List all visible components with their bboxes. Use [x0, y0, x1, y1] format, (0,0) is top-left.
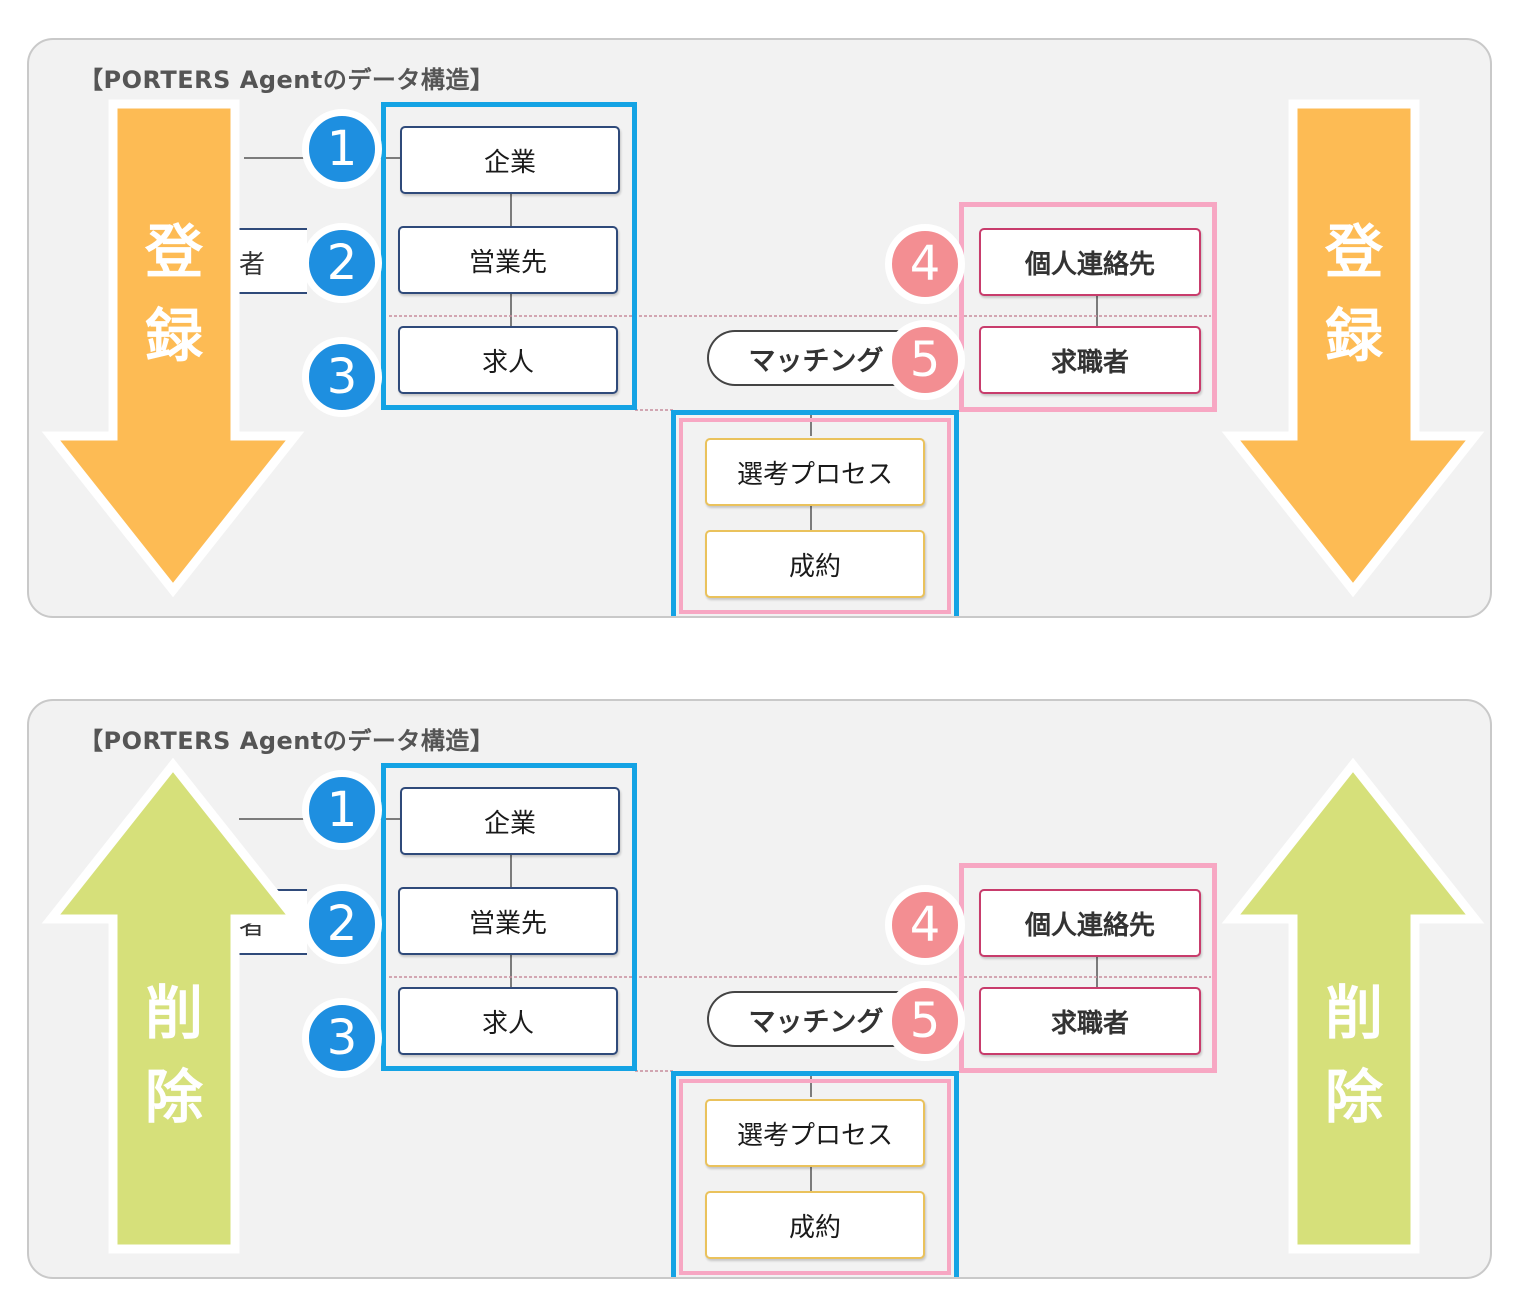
job-seeker-node: 求職者	[979, 326, 1201, 394]
seeker-group-box	[959, 202, 1217, 412]
matching-label: マッチング	[707, 991, 913, 1047]
process-outer-box	[671, 1071, 959, 1277]
register-arrow-right	[1221, 99, 1485, 598]
badge-1: 1	[302, 109, 382, 189]
job-seeker-node: 求職者	[979, 987, 1201, 1055]
action-char: 削	[144, 979, 203, 1047]
panel-title: 【PORTERS Agentのデータ構造】	[79, 66, 495, 94]
register-text-right: 登 録	[1209, 210, 1490, 378]
badge-5: 5	[885, 981, 965, 1061]
badge-2: 2	[302, 223, 382, 303]
action-char: 登	[144, 218, 203, 286]
process-inner-box	[679, 418, 951, 614]
job-node: 求人	[398, 987, 618, 1055]
badge-2: 2	[302, 884, 382, 964]
action-char: 削	[1324, 979, 1383, 1047]
cut-off-label: 者	[239, 250, 266, 280]
delete-arrow-right	[1221, 757, 1485, 1254]
company-group-box	[381, 102, 637, 410]
action-char: 録	[1324, 302, 1383, 370]
matching-label: マッチング	[707, 330, 913, 386]
register-arrow-left	[41, 99, 305, 598]
register-text-left: 登 録	[29, 210, 319, 378]
process-inner-box	[679, 1079, 951, 1275]
badge-1: 1	[302, 770, 382, 850]
action-char: 録	[144, 302, 203, 370]
panel-title: 【PORTERS Agentのデータ構造】	[79, 727, 495, 755]
company-node: 企業	[400, 126, 620, 194]
delete-panel: 【PORTERS Agentのデータ構造】 者 企業 営業先 求人 個人連絡先 …	[27, 699, 1492, 1279]
badge-3: 3	[302, 337, 382, 417]
register-panel: 【PORTERS Agentのデータ構造】 者 企業 営業先 求人 個人連絡先 …	[27, 38, 1492, 618]
action-char: 登	[1324, 218, 1383, 286]
selection-process-node: 選考プロセス	[705, 438, 925, 506]
sales-target-node: 営業先	[398, 887, 618, 955]
seeker-group-box	[959, 863, 1217, 1073]
contract-node: 成約	[705, 530, 925, 598]
delete-arrow-left	[41, 757, 305, 1254]
personal-contact-node: 個人連絡先	[979, 889, 1201, 957]
contract-node: 成約	[705, 1191, 925, 1259]
sales-target-node: 営業先	[398, 226, 618, 294]
company-node: 企業	[400, 787, 620, 855]
job-node: 求人	[398, 326, 618, 394]
badge-4: 4	[885, 224, 965, 304]
personal-contact-node: 個人連絡先	[979, 228, 1201, 296]
action-char: 除	[144, 1063, 203, 1131]
badge-4: 4	[885, 885, 965, 965]
delete-text-right: 削 除	[1209, 971, 1490, 1139]
selection-process-node: 選考プロセス	[705, 1099, 925, 1167]
process-outer-box	[671, 410, 959, 616]
badge-3: 3	[302, 998, 382, 1078]
action-char: 除	[1324, 1063, 1383, 1131]
delete-text-left: 削 除	[29, 971, 319, 1139]
company-group-box	[381, 763, 637, 1071]
badge-5: 5	[885, 320, 965, 400]
